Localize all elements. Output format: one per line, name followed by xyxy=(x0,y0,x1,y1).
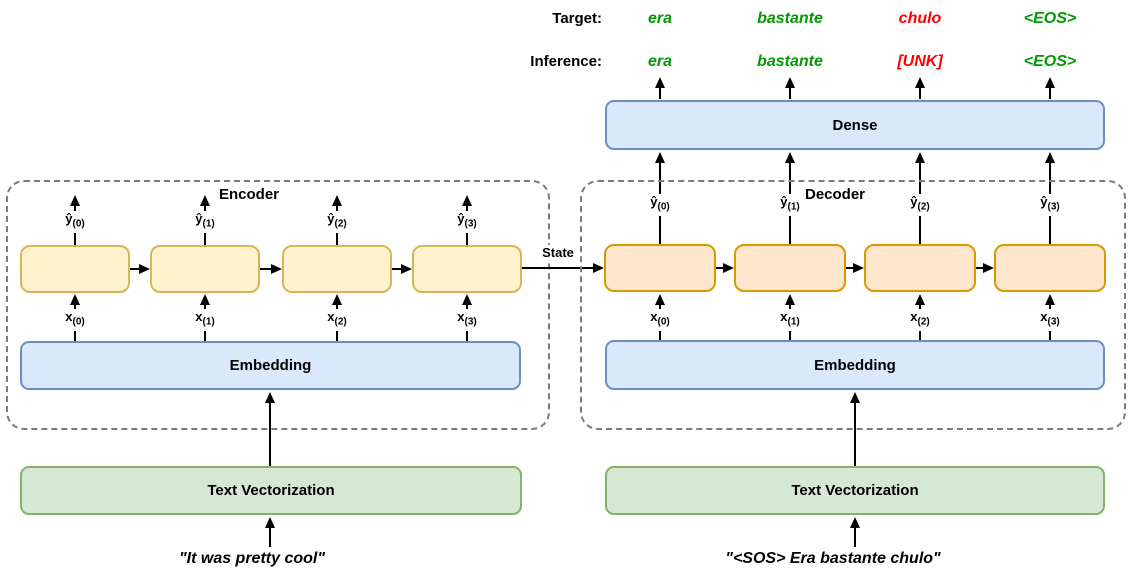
target-word: bastante xyxy=(757,10,823,27)
encoder-rnn-cell xyxy=(150,245,260,293)
encoder-title: Encoder xyxy=(214,186,284,203)
decoder-embedding-label: Embedding xyxy=(814,356,896,374)
decoder-embedding-box: Embedding xyxy=(605,340,1105,390)
encoder-input-label: x(0) xyxy=(62,309,88,331)
encoder-input-label: x(1) xyxy=(192,309,218,331)
decoder-input-label: x(2) xyxy=(907,309,933,331)
inference-row-label: Inference: xyxy=(530,53,602,70)
target-row-label: Target: xyxy=(552,10,602,27)
inference-word: [UNK] xyxy=(897,53,943,70)
dense-box: Dense xyxy=(605,100,1105,150)
encoder-rnn-cell xyxy=(20,245,130,293)
decoder-output-label: ŷ(2) xyxy=(907,194,933,216)
decoder-rnn-cell xyxy=(994,244,1106,292)
encoder-vectorization-label: Text Vectorization xyxy=(207,482,335,499)
decoder-input-sentence: "<SOS> Era bastante chulo" xyxy=(725,550,941,567)
encoder-vectorization-box: Text Vectorization xyxy=(20,466,522,515)
encoder-output-label: ŷ(3) xyxy=(454,211,480,233)
encoder-input-label: x(3) xyxy=(454,309,480,331)
encoder-output-label: ŷ(0) xyxy=(62,211,88,233)
decoder-input-label: x(1) xyxy=(777,309,803,331)
decoder-output-label: ŷ(3) xyxy=(1037,194,1063,216)
decoder-rnn-cell xyxy=(734,244,846,292)
decoder-vectorization-label: Text Vectorization xyxy=(791,482,919,499)
decoder-input-label: x(0) xyxy=(647,309,673,331)
dense-label: Dense xyxy=(832,116,878,134)
target-word: era xyxy=(647,10,673,27)
encoder-output-label: ŷ(1) xyxy=(192,211,218,233)
inference-word: <EOS> xyxy=(1023,53,1077,70)
encoder-output-label: ŷ(2) xyxy=(324,211,350,233)
encoder-container xyxy=(6,180,550,430)
encoder-embedding-box: Embedding xyxy=(20,341,521,390)
inference-word: era xyxy=(647,53,673,70)
decoder-container xyxy=(580,180,1126,430)
encoder-rnn-cell xyxy=(282,245,392,293)
target-word: chulo xyxy=(898,10,942,27)
encoder-input-label: x(2) xyxy=(324,309,350,331)
encoder-rnn-cell xyxy=(412,245,522,293)
decoder-output-label: ŷ(0) xyxy=(647,194,673,216)
decoder-vectorization-box: Text Vectorization xyxy=(605,466,1105,515)
decoder-title: Decoder xyxy=(800,186,870,203)
encoder-input-sentence: "It was pretty cool" xyxy=(179,550,325,567)
decoder-rnn-cell xyxy=(864,244,976,292)
decoder-rnn-cell xyxy=(604,244,716,292)
decoder-output-label: ŷ(1) xyxy=(777,194,803,216)
inference-word: bastante xyxy=(757,53,823,70)
decoder-input-label: x(3) xyxy=(1037,309,1063,331)
state-label: State xyxy=(539,245,577,261)
target-word: <EOS> xyxy=(1023,10,1077,27)
encoder-embedding-label: Embedding xyxy=(229,357,312,374)
